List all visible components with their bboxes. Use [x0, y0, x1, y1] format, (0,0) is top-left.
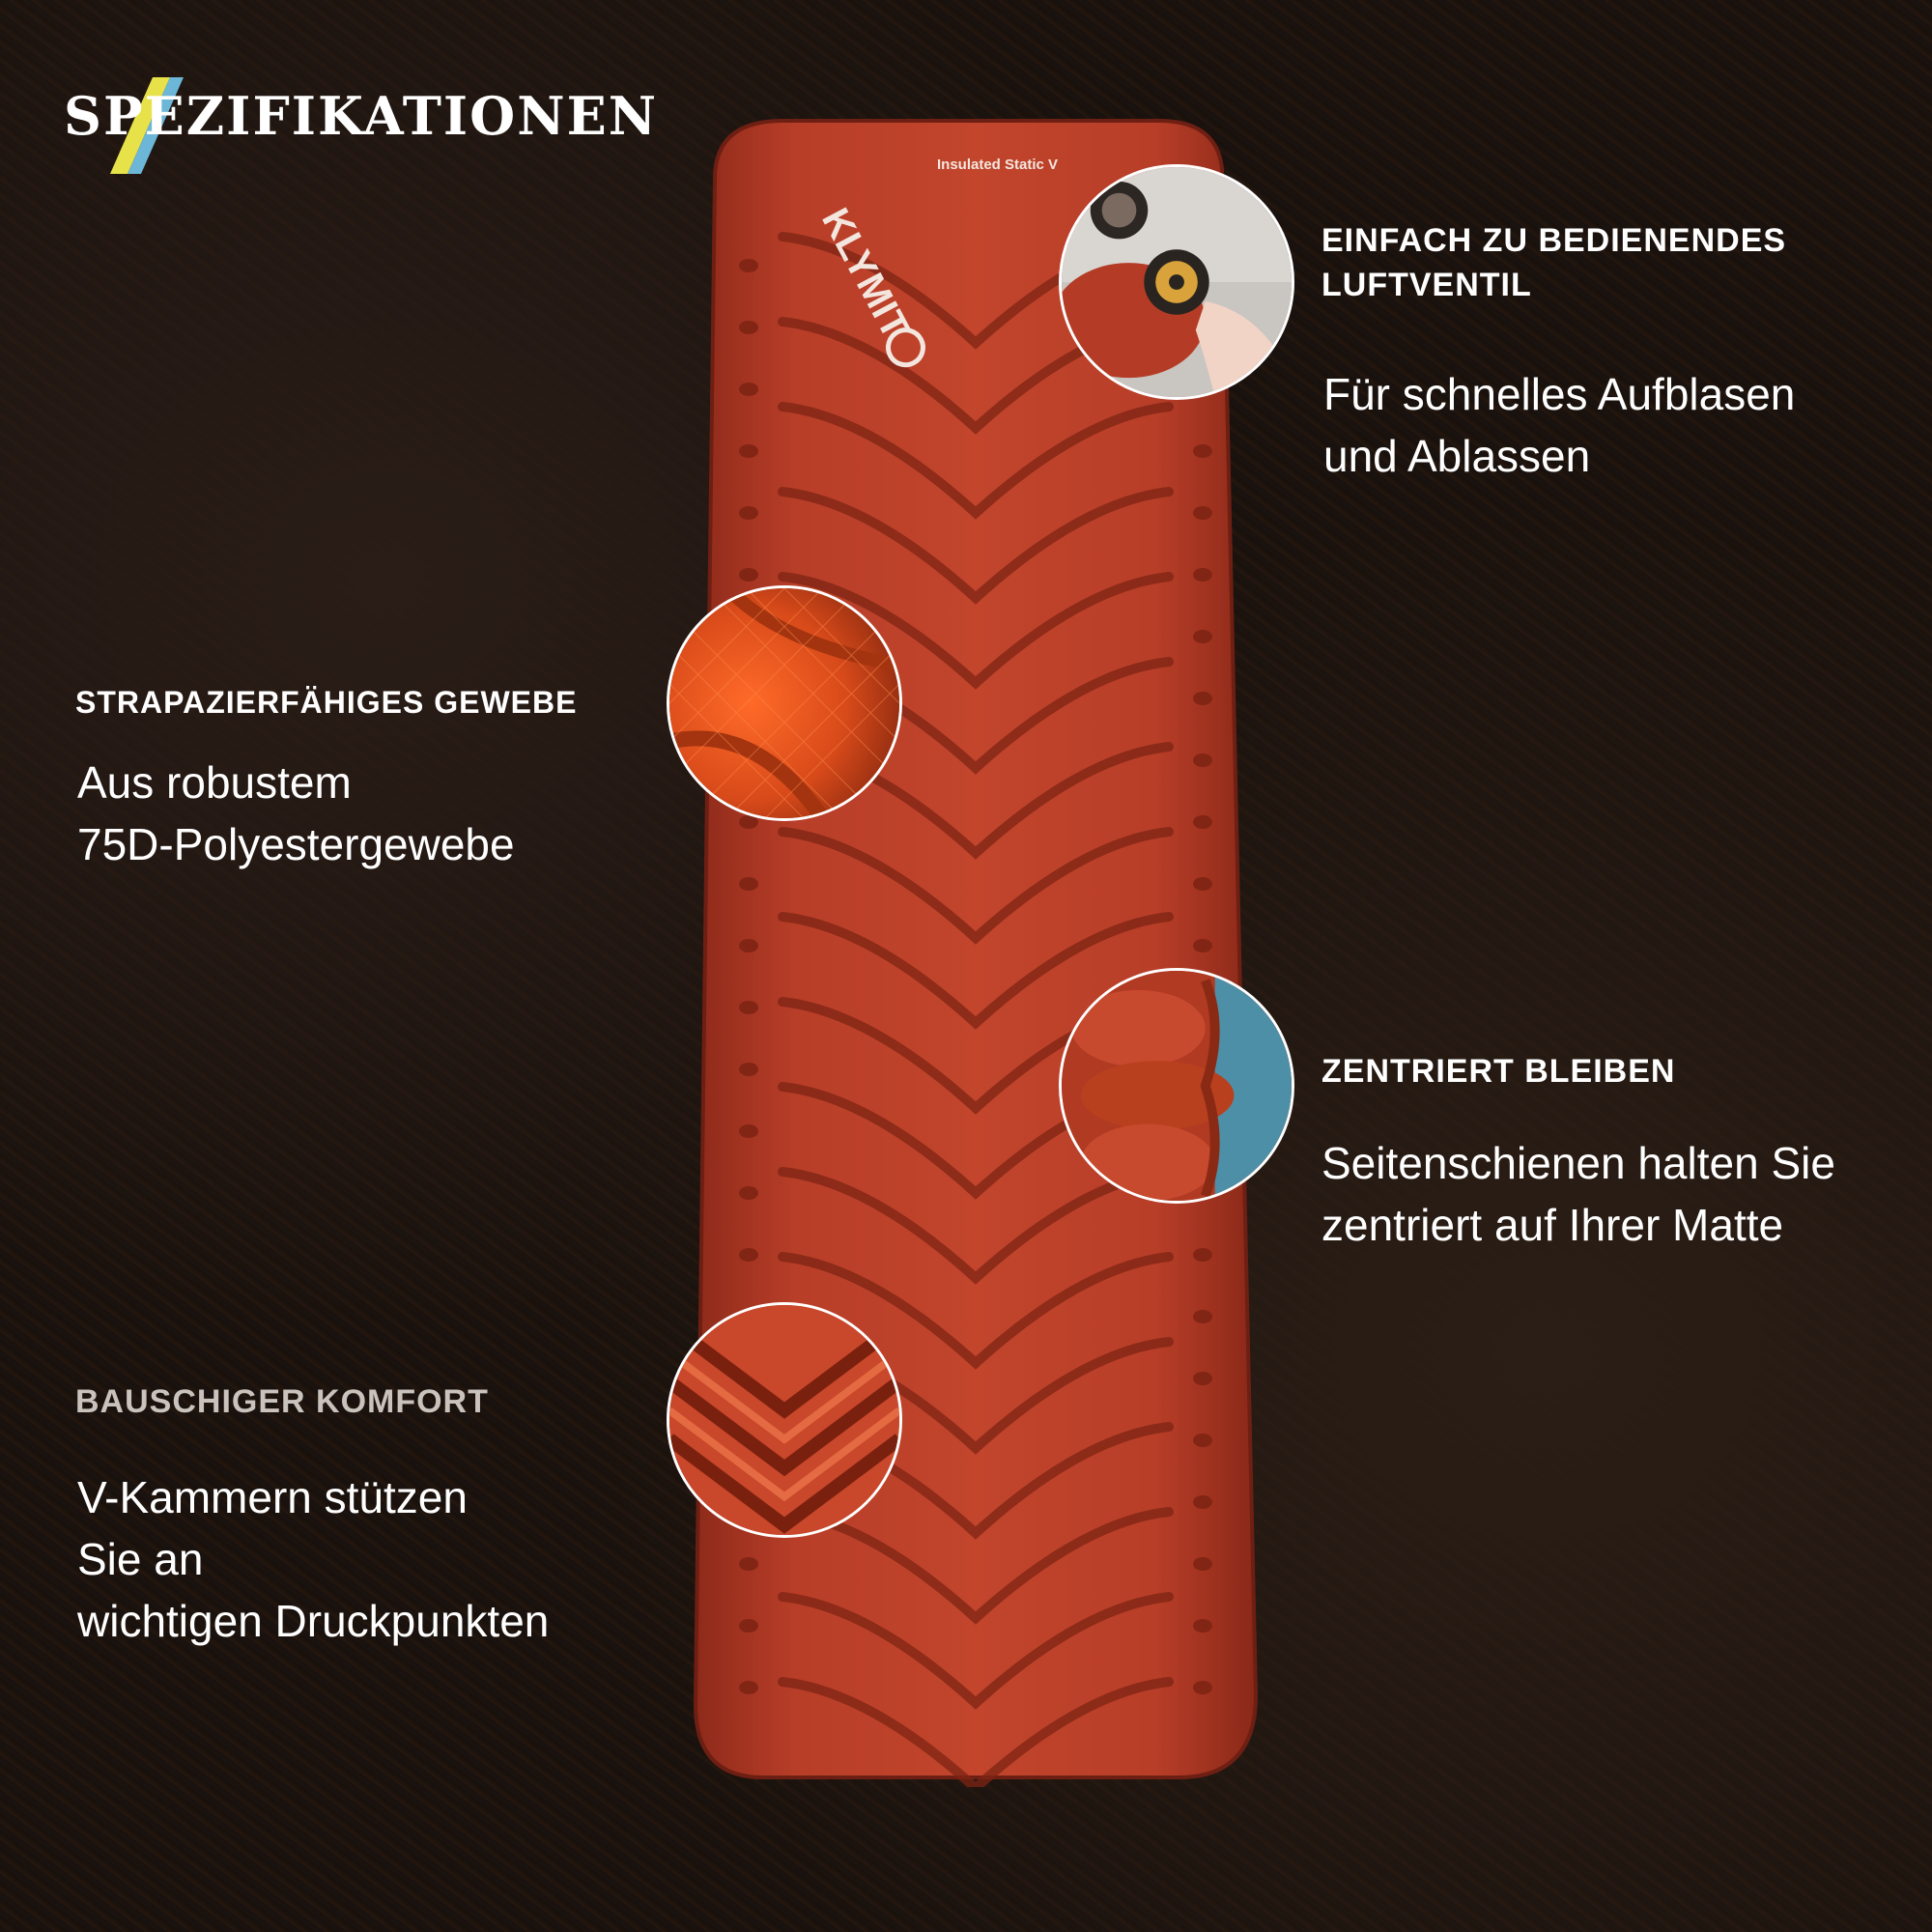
feature-centered-line-2: zentriert auf Ihrer Matte: [1321, 1200, 1784, 1250]
feature-centered-line-1: Seitenschienen halten Sie: [1321, 1138, 1835, 1188]
feature-fabric-heading: STRAPAZIERFÄHIGES GEWEBE: [75, 685, 578, 720]
fabric-closeup-circle: [667, 585, 902, 821]
feature-centered-body: Seitenschienen halten Sie zentriert auf …: [1321, 1132, 1901, 1256]
feature-valve-heading: EINFACH ZU BEDIENENDES LUFTVENTIL: [1321, 222, 1787, 303]
side-rail-icon: [1062, 971, 1292, 1201]
title-stripes-decoration: [110, 77, 184, 174]
vchamber-closeup-circle: [667, 1302, 902, 1538]
feature-comfort-line-1: V-Kammern stützen: [77, 1472, 468, 1522]
page-title: SPEZIFIKATIONEN: [64, 85, 659, 147]
model-label: Insulated Static V: [937, 156, 1058, 173]
feature-comfort-line-3: wichtigen Druckpunkten: [77, 1596, 550, 1646]
feature-comfort-heading: BAUSCHIGER KOMFORT: [75, 1383, 489, 1420]
feature-comfort-body: V-Kammern stützen Sie an wichtigen Druck…: [77, 1466, 618, 1652]
valve-closeup-circle: [1059, 164, 1294, 400]
feature-fabric-line-1: Aus robustem: [77, 757, 352, 808]
feature-valve-body: Für schnelles Aufblasen und Ablassen: [1323, 363, 1864, 487]
fabric-closeup-icon: [669, 588, 899, 818]
rail-closeup-circle: [1059, 968, 1294, 1204]
feature-fabric-line-2: 75D-Polyestergewebe: [77, 819, 515, 869]
title-block: SPEZIFIKATIONEN: [64, 77, 656, 174]
feature-comfort-line-2: Sie an: [77, 1534, 204, 1584]
feature-valve-line-2: und Ablassen: [1323, 431, 1591, 481]
feature-fabric-body: Aus robustem 75D-Polyestergewebe: [77, 752, 618, 875]
v-chamber-icon: [669, 1305, 899, 1535]
feature-centered-heading: ZENTRIERT BLEIBEN: [1321, 1053, 1676, 1090]
air-valve-icon: [1062, 167, 1292, 397]
feature-valve-line-1: Für schnelles Aufblasen: [1323, 369, 1796, 419]
